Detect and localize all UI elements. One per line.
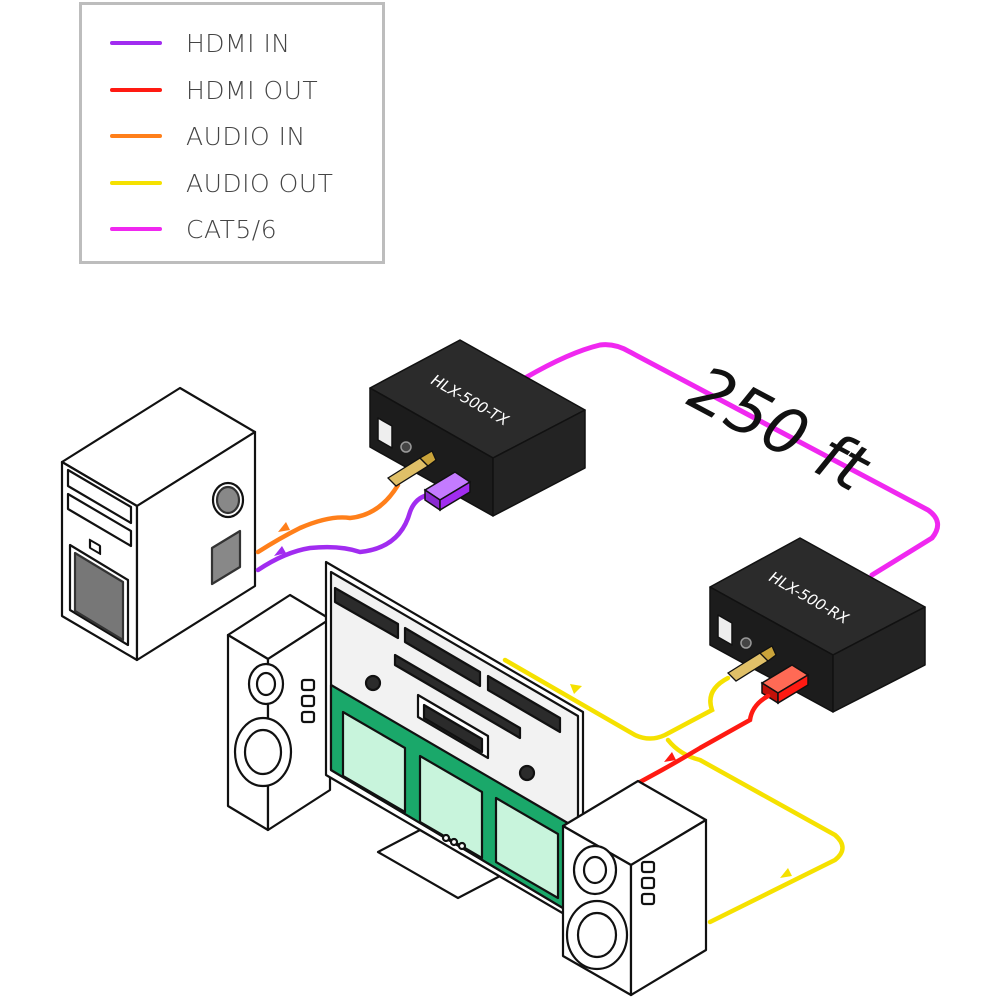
left-speaker: [226, 593, 332, 832]
legend-label: HDMI OUT: [186, 75, 319, 105]
legend: HDMI IN HDMI OUT AUDIO IN AUDIO OUT CAT5…: [79, 2, 385, 264]
legend-item-audio-out: AUDIO OUT: [110, 168, 333, 198]
rx-audio-plug: [726, 645, 777, 682]
tx-hdmi-plug: [423, 471, 472, 512]
hdmi-in-arrow: [274, 546, 286, 556]
transmitter-box: [369, 339, 586, 517]
audio-out-arrow-left: [570, 684, 582, 694]
tx-audio-plug: [386, 450, 437, 487]
rx-hdmi-plug: [760, 664, 810, 705]
right-speaker: [561, 779, 708, 997]
audio-out-arrow-right: [780, 868, 792, 878]
legend-swatch: [110, 227, 162, 231]
pc-tower: [60, 386, 257, 662]
legend-label: AUDIO IN: [186, 121, 306, 151]
legend-item-audio-in: AUDIO IN: [110, 121, 306, 151]
monitor: [324, 560, 585, 927]
legend-swatch: [110, 88, 162, 92]
legend-item-hdmi-out: HDMI OUT: [110, 75, 318, 105]
audio-out-cable-right: [665, 737, 845, 925]
hdmi-out-arrow: [664, 752, 676, 762]
cat-cable: [522, 342, 941, 578]
audio-in-cable: [255, 482, 401, 555]
legend-swatch: [110, 134, 162, 138]
legend-item-cat: CAT5/6: [110, 214, 277, 244]
legend-label: HDMI IN: [186, 28, 291, 58]
legend-swatch: [110, 181, 162, 185]
legend-label: CAT5/6: [186, 214, 278, 244]
legend-label: AUDIO OUT: [186, 168, 334, 198]
legend-item-hdmi-in: HDMI IN: [110, 28, 291, 58]
hdmi-out-cable: [637, 693, 771, 785]
audio-in-arrow: [278, 522, 290, 532]
audio-out-cable-left: [502, 657, 731, 741]
hdmi-in-cable: [255, 492, 431, 573]
legend-swatch: [110, 41, 162, 45]
